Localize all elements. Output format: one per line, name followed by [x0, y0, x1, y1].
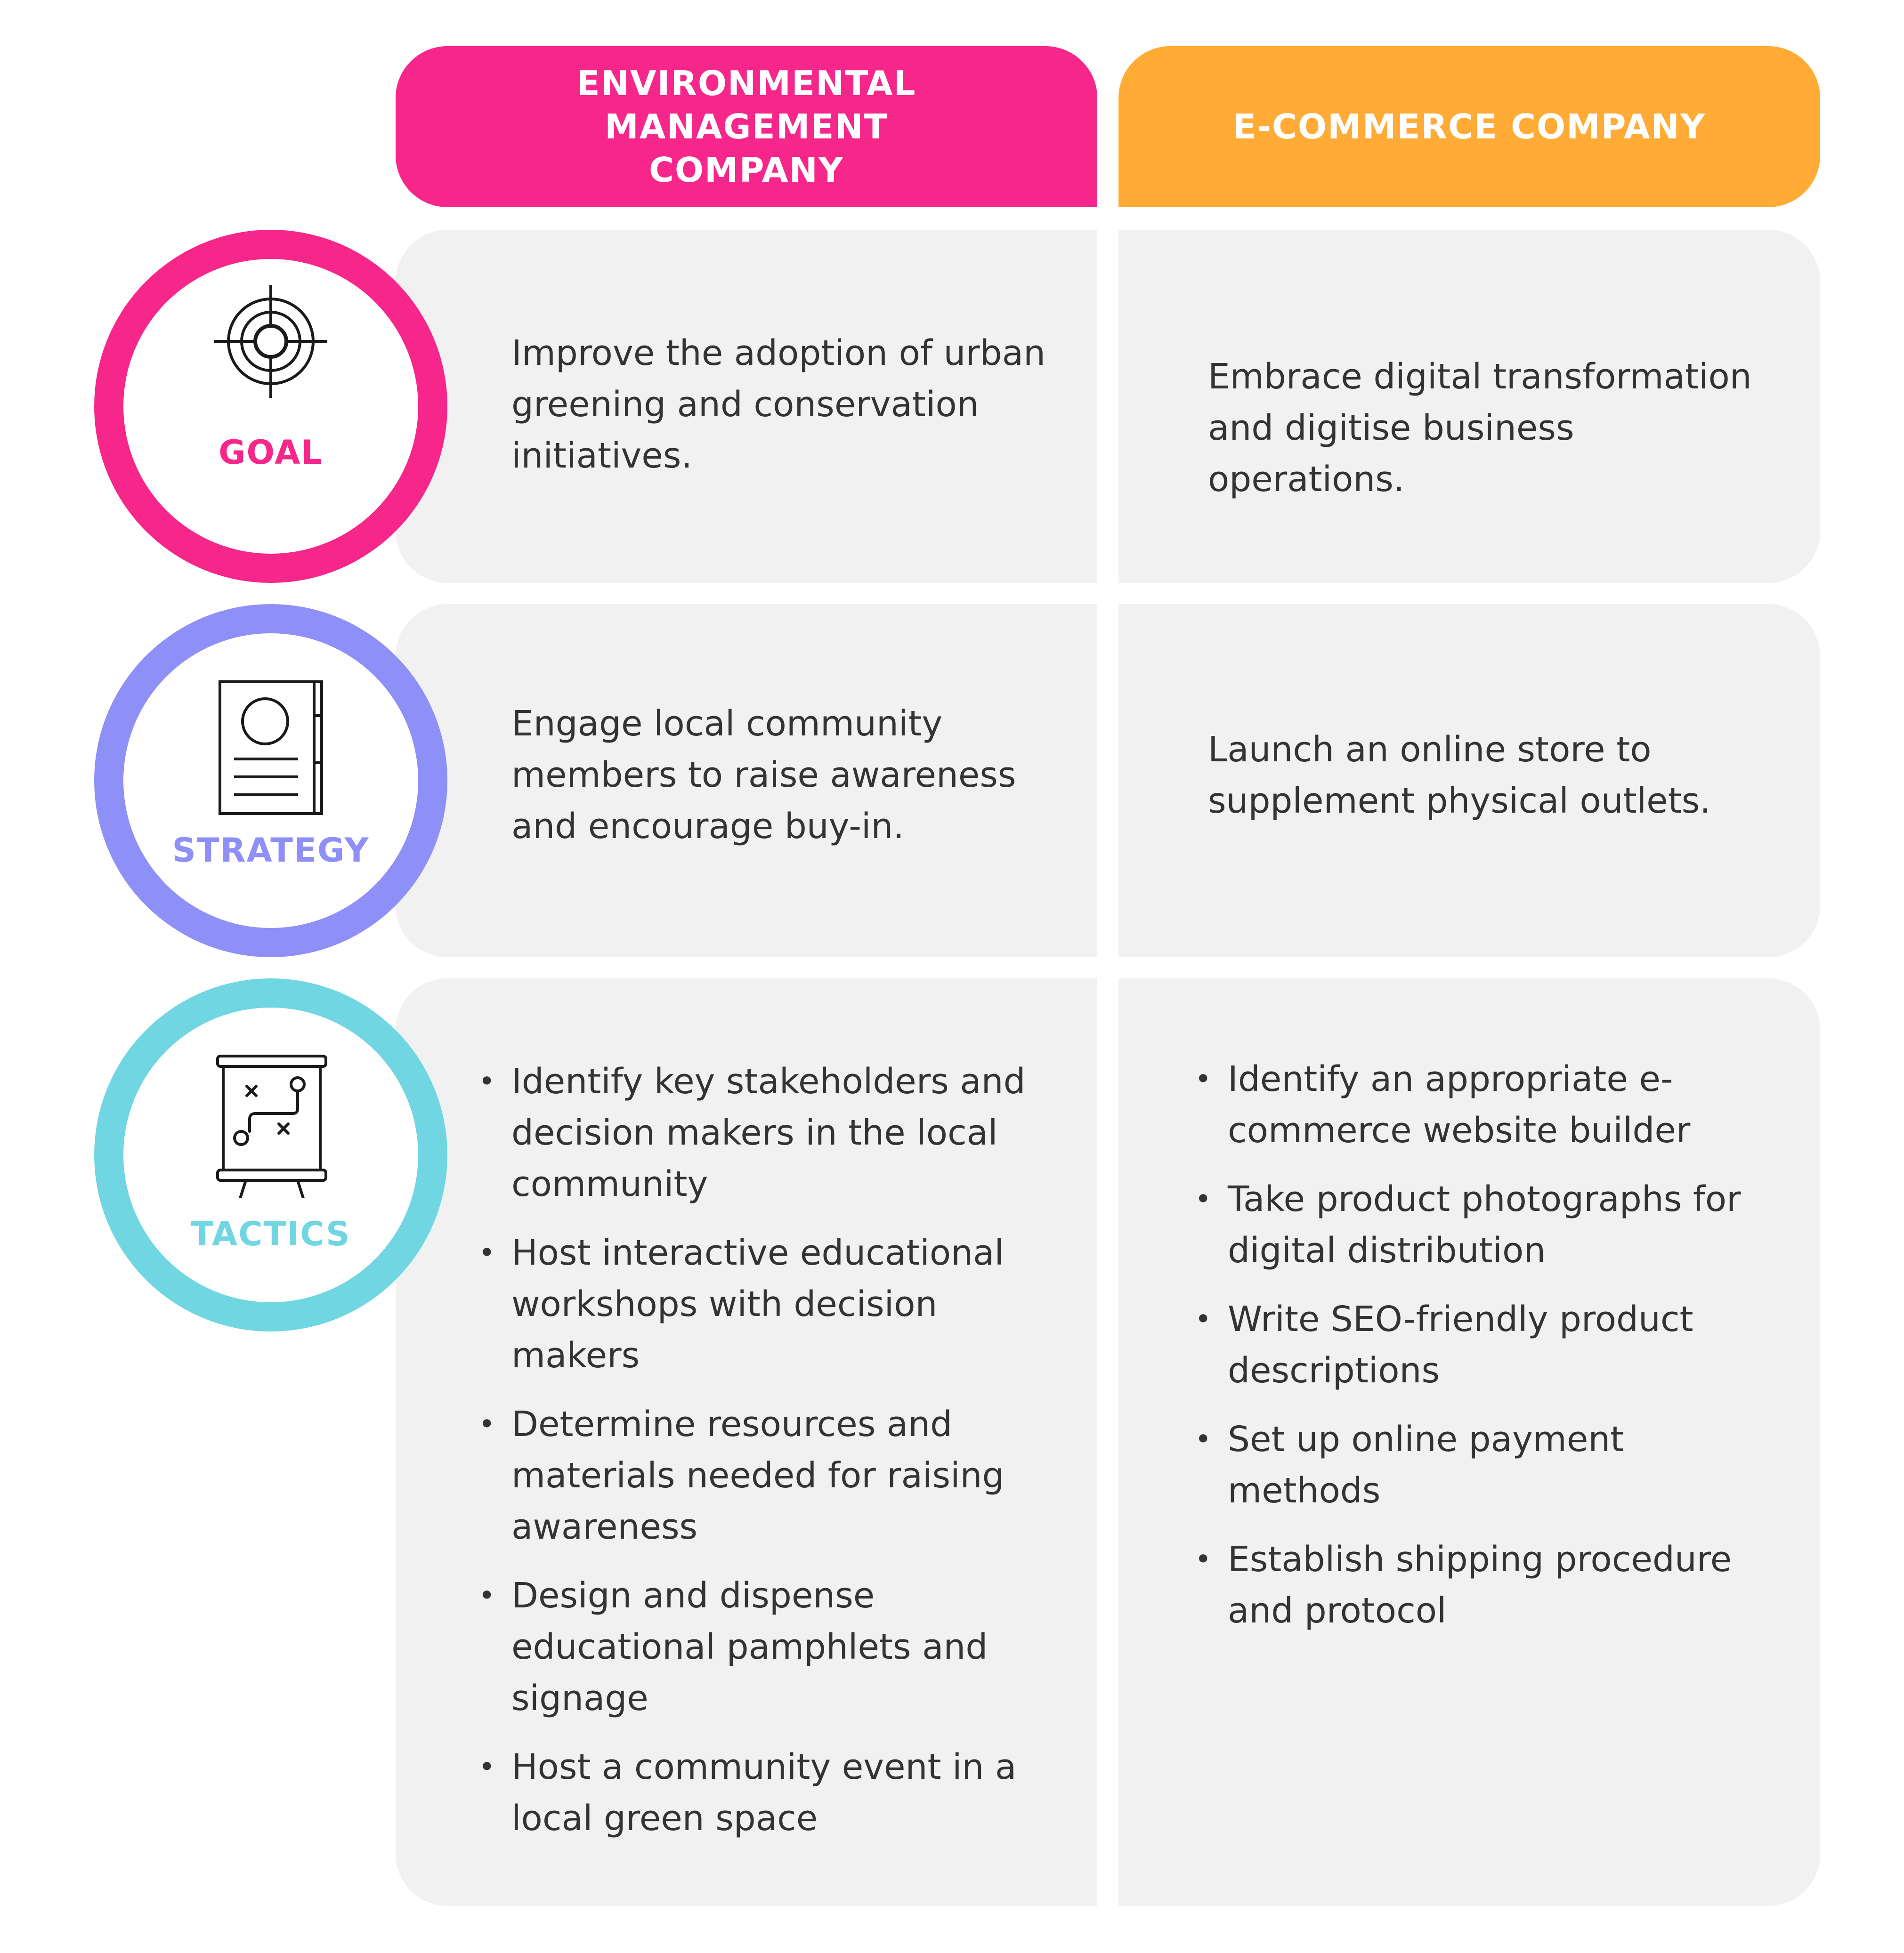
list-item: •Set up online payment methods — [1195, 1419, 1624, 1511]
tactics-left-cell: •Identify key stakeholders and decision … — [396, 978, 1097, 1906]
list-item: •Identify key stakeholders and decision … — [478, 1061, 1026, 1204]
list-item: •Determine resources and materials neede… — [478, 1404, 1005, 1547]
tactics-left-list: •Identify key stakeholders and decision … — [478, 1056, 1029, 1844]
tactics-badge: TACTICS — [94, 978, 447, 1332]
goal-left-cell: Improve the adoption of urban greening a… — [396, 230, 1097, 583]
strategy-left-cell: Engage local community members to raise … — [396, 604, 1097, 957]
strategy-right-cell: Launch an online store to supplement phy… — [1118, 604, 1820, 957]
header-left-label: ENVIRONMENTAL MANAGEMENT COMPANY — [576, 64, 916, 190]
goal-left-text: Improve the adoption of urban greening a… — [511, 333, 1045, 476]
list-item: •Establish shipping procedure and protoc… — [1195, 1539, 1732, 1631]
header-environmental-management-company: ENVIRONMENTAL MANAGEMENT COMPANY — [396, 46, 1097, 207]
list-item: •Identify an appropriate e-commerce webs… — [1195, 1059, 1691, 1151]
goal-label: GOAL — [219, 433, 323, 472]
document-profile-icon — [219, 680, 323, 815]
strategy-left-text: Engage local community members to raise … — [511, 703, 1016, 847]
goal-right-text: Embrace digital transformation and digit… — [1208, 356, 1752, 500]
list-item: •Host interactive educational workshops … — [478, 1233, 1004, 1376]
header-e-commerce-company: E-COMMERCE COMPANY — [1118, 46, 1820, 207]
tactics-label: TACTICS — [191, 1215, 351, 1253]
list-item: •Write SEO-friendly product descriptions — [1195, 1299, 1693, 1391]
strategy-label: STRATEGY — [172, 831, 370, 870]
strategy-badge: STRATEGY — [94, 604, 447, 957]
list-item: •Design and dispense educational pamphle… — [478, 1575, 988, 1719]
target-icon — [214, 285, 327, 398]
list-item: •Host a community event in a local green… — [478, 1747, 1017, 1839]
list-item: •Take product photographs for digital di… — [1195, 1179, 1741, 1271]
strategy-right-text: Launch an online store to supplement phy… — [1208, 729, 1711, 821]
goal-badge: GOAL — [94, 230, 447, 583]
tactics-right-cell: •Identify an appropriate e-commerce webs… — [1118, 978, 1820, 1906]
header-right-label: E-COMMERCE COMPANY — [1232, 107, 1706, 146]
tactics-right-list: •Identify an appropriate e-commerce webs… — [1195, 1054, 1760, 1637]
strategy-board-icon — [216, 1055, 327, 1198]
goal-right-cell: Embrace digital transformation and digit… — [1118, 230, 1820, 583]
